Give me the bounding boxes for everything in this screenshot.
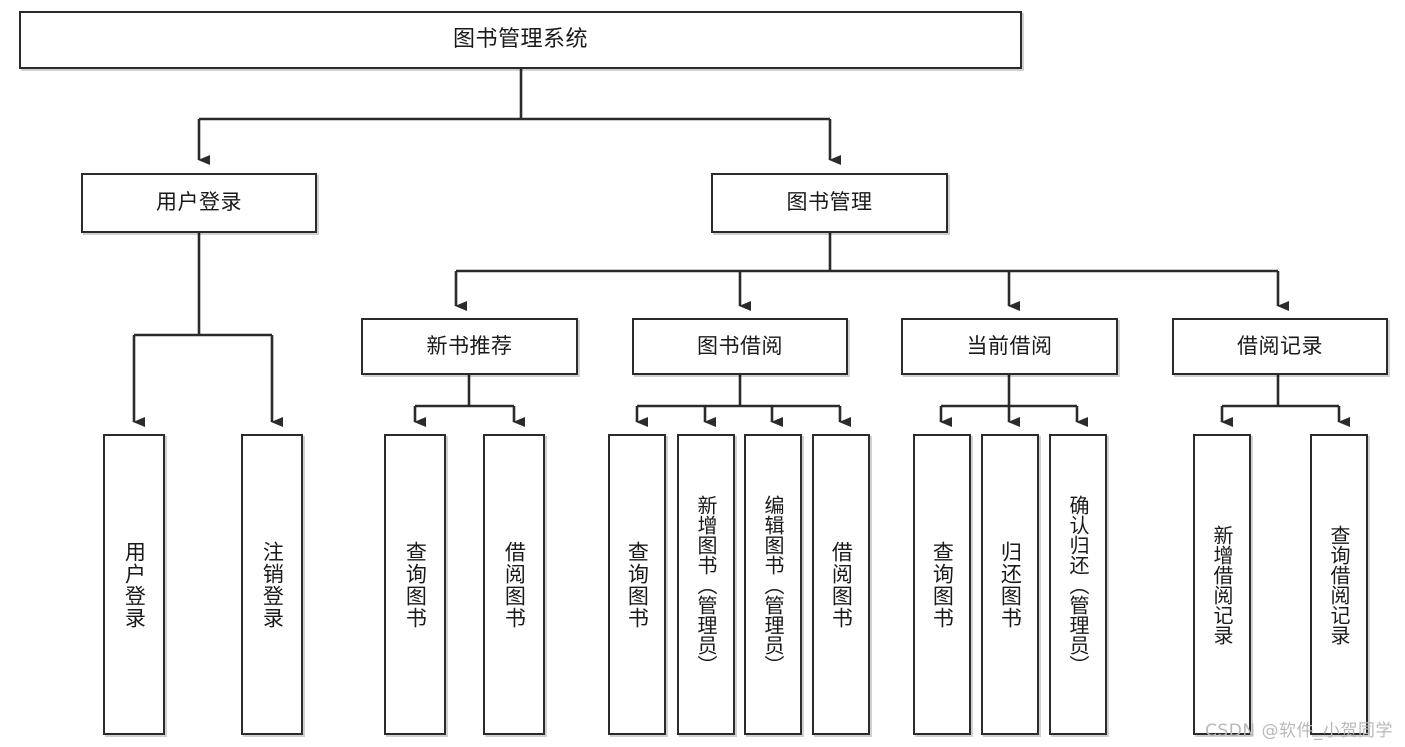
node-borrow-record[interactable]: 借阅记录 [1172,318,1388,375]
node-book-management[interactable]: 图书管理 [711,173,948,233]
node-label: 图书借阅 [697,333,783,358]
node-book-borrow[interactable]: 图书借阅 [632,318,848,375]
node-label: 图书管理系统 [452,26,588,52]
leaf-logout[interactable]: 注销登录 [241,434,303,735]
leaf-query-book-borrow[interactable]: 查询图书 [608,434,666,735]
node-label: 新增图书（管理员） [694,494,718,675]
node-label: 用户登录 [156,190,242,215]
node-label: 借阅记录 [1237,333,1323,358]
node-label: 用户登录 [122,540,147,629]
leaf-query-book-new-recommend[interactable]: 查询图书 [384,434,446,735]
leaf-return-book[interactable]: 归还图书 [981,434,1039,735]
node-label: 新增借阅记录 [1210,524,1234,645]
leaf-add-book-admin[interactable]: 新增图书（管理员） [677,434,735,735]
leaf-confirm-return-admin[interactable]: 确认归还（管理员） [1049,434,1107,735]
node-label: 查询图书 [625,540,650,629]
node-label: 借阅图书 [502,540,527,629]
leaf-borrow-book[interactable]: 借阅图书 [812,434,870,735]
node-label: 归还图书 [998,540,1023,629]
leaf-edit-book-admin[interactable]: 编辑图书（管理员） [744,434,802,735]
node-label: 编辑图书（管理员） [761,494,785,675]
node-label: 查询图书 [930,540,955,629]
node-label: 查询图书 [403,540,428,629]
node-label: 确认归还（管理员） [1066,494,1090,675]
leaf-borrow-book-new-recommend[interactable]: 借阅图书 [483,434,545,735]
node-label: 查询借阅记录 [1327,524,1351,645]
leaf-query-book-current[interactable]: 查询图书 [913,434,971,735]
leaf-user-login[interactable]: 用户登录 [103,434,165,735]
node-label: 注销登录 [260,540,285,629]
node-user-login[interactable]: 用户登录 [81,173,317,233]
csdn-watermark: CSDN @软件_小贺同学 [1205,721,1393,741]
node-label: 新书推荐 [426,333,513,358]
node-label: 图书管理 [786,190,873,215]
node-current-borrow[interactable]: 当前借阅 [901,318,1118,375]
node-new-book-recommendation[interactable]: 新书推荐 [361,318,578,375]
node-root-book-management-system[interactable]: 图书管理系统 [19,11,1022,69]
node-label: 当前借阅 [966,333,1053,358]
leaf-query-borrow-record[interactable]: 查询借阅记录 [1310,434,1368,735]
node-label: 借阅图书 [829,540,854,629]
leaf-add-borrow-record[interactable]: 新增借阅记录 [1193,434,1251,735]
